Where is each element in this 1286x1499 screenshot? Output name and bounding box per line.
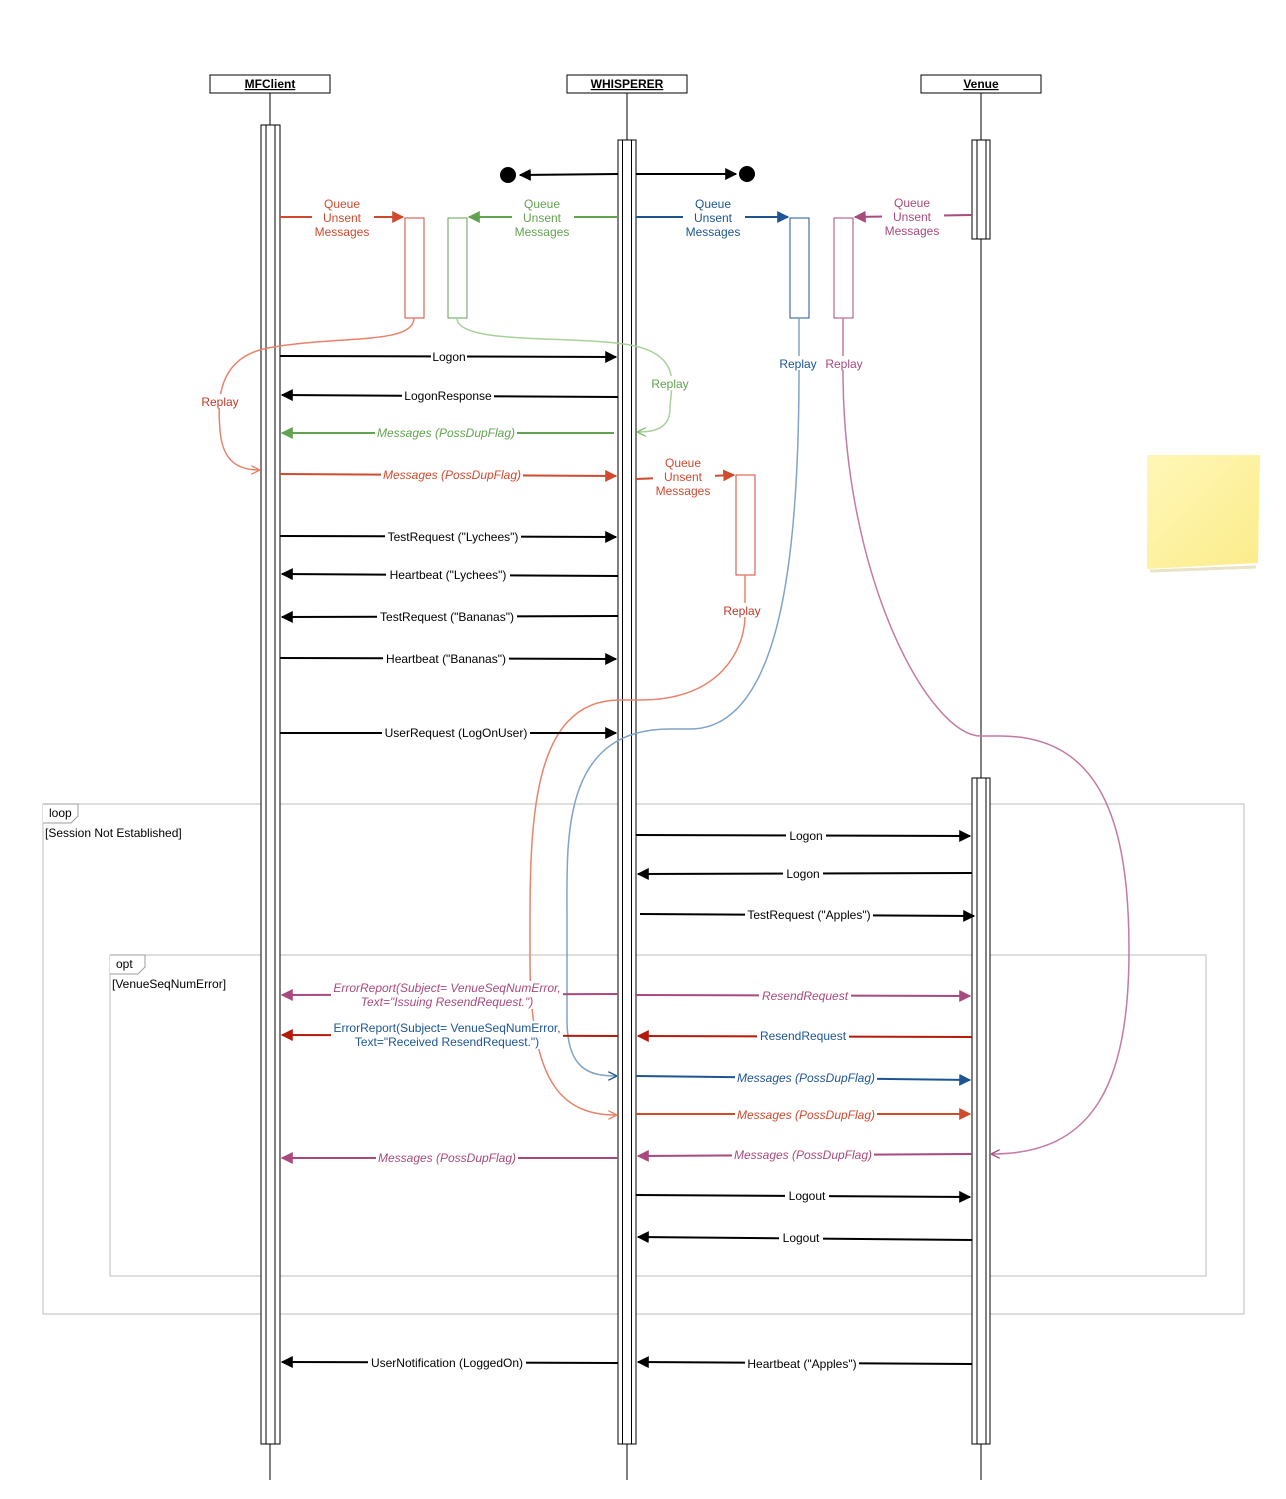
replay-curve-green [456, 317, 673, 432]
svg-text:Messages: Messages [315, 225, 370, 239]
svg-text:Queue: Queue [324, 197, 360, 211]
label-heartbeat-bananas: Heartbeat ("Bananas") [386, 652, 506, 666]
svg-text:Unsent: Unsent [523, 211, 562, 225]
queue-box-green [447, 217, 468, 319]
loop-guard: [Session Not Established] [45, 826, 182, 840]
svg-text:Messages: Messages [515, 225, 570, 239]
actor-venue-label: Venue [963, 77, 999, 91]
actor-venue[interactable]: Venue [920, 74, 1042, 94]
replay-label-red-whisperer: Replay [723, 604, 760, 618]
label-logout-in: Logout [783, 1231, 820, 1245]
label-user-request: UserRequest (LogOnUser) [385, 726, 528, 740]
svg-text:Queue: Queue [524, 197, 560, 211]
loop-tag: loop [49, 806, 72, 820]
label-resend-request-in: ResendRequest [760, 1029, 847, 1043]
label-messages-purple-client: Messages (PossDupFlag) [378, 1151, 516, 1165]
label-resend-request-out: ResendRequest [762, 989, 849, 1003]
svg-text:Messages: Messages [686, 225, 741, 239]
svg-text:Unsent: Unsent [694, 211, 733, 225]
queue-label-whisperer-client: Queue Unsent Messages [512, 196, 574, 239]
label-messages-green: Messages (PossDupFlag) [377, 426, 515, 440]
opt-tag: opt [116, 957, 133, 971]
filled-dot-icon [500, 167, 516, 183]
svg-text:Queue: Queue [695, 197, 731, 211]
queue-label-venue: Queue Unsent Messages [882, 195, 944, 238]
label-logout-out: Logout [789, 1189, 826, 1203]
label-venue-logon-in: Logon [786, 867, 819, 881]
svg-text:Unsent: Unsent [323, 211, 362, 225]
label-user-notification: UserNotification (LoggedOn) [371, 1356, 523, 1370]
label-messages-blue-venue: Messages (PossDupFlag) [737, 1071, 875, 1085]
label-testrequest-bananas: TestRequest ("Bananas") [380, 610, 514, 624]
replay-label-red-client: Replay [201, 395, 238, 409]
sticky-note[interactable] [1147, 455, 1260, 573]
label-messages-red-client: Messages (PossDupFlag) [383, 468, 521, 482]
actor-whisperer[interactable]: WHISPERER [566, 74, 688, 94]
replay-curve-purple [842, 318, 1130, 1154]
label-messages-purple-venue: Messages (PossDupFlag) [734, 1148, 872, 1162]
svg-text:Queue: Queue [894, 196, 930, 210]
actor-mfclient-label: MFClient [245, 77, 296, 91]
label-error-report-1-line2: Text="Issuing ResendRequest.") [361, 995, 534, 1009]
label-testrequest-lychees: TestRequest ("Lychees") [388, 530, 519, 544]
replay-label-green: Replay [651, 377, 688, 391]
svg-text:Unsent: Unsent [664, 470, 703, 484]
svg-text:Unsent: Unsent [893, 210, 932, 224]
replay-labels: Replay Replay Replay Replay Replay [200, 356, 865, 618]
label-error-report-1-line1: ErrorReport(Subject= VenueSeqNumError, [333, 981, 560, 995]
queue-box-red [404, 217, 425, 319]
svg-text:Messages: Messages [885, 224, 940, 238]
queue-label-whisperer-second: Queue Unsent Messages [653, 455, 715, 498]
opt-frame: opt [VenueSeqNumError] [109, 954, 1207, 1277]
queue-label-whisperer-venue: Queue Unsent Messages [683, 196, 745, 239]
label-logon-response: LogonResponse [404, 389, 492, 403]
label-error-report-2-line2: Text="Received ResendRequest.") [355, 1035, 539, 1049]
label-heartbeat-apples: Heartbeat ("Apples") [747, 1357, 856, 1371]
svg-text:Messages: Messages [656, 484, 711, 498]
label-messages-red-venue: Messages (PossDupFlag) [737, 1108, 875, 1122]
label-logon-1: Logon [432, 350, 465, 364]
message-labels: Logon LogonResponse Messages (PossDupFla… [331, 350, 877, 1371]
label-venue-logon-out: Logon [789, 829, 822, 843]
activation-bars [260, 124, 991, 1445]
queue-box-blue [789, 217, 810, 319]
queue-boxes [404, 217, 854, 576]
replay-curve-blue [566, 318, 800, 1076]
svg-text:Queue: Queue [665, 456, 701, 470]
replay-curve-red-whisperer [529, 575, 746, 1115]
label-testrequest-apples: TestRequest ("Apples") [747, 908, 870, 922]
queue-box-red-2 [735, 474, 756, 576]
label-error-report-2-line1: ErrorReport(Subject= VenueSeqNumError, [333, 1021, 560, 1035]
queue-box-purple [833, 217, 854, 319]
replay-curve-red-client [218, 317, 415, 470]
queue-label-client: Queue Unsent Messages [312, 196, 374, 239]
opt-guard: [VenueSeqNumError] [112, 977, 226, 991]
replay-label-blue: Replay [779, 357, 816, 371]
actor-mfclient[interactable]: MFClient [209, 74, 331, 94]
filled-dot-icon [739, 166, 755, 182]
replay-label-purple: Replay [825, 357, 862, 371]
loop-frame: loop [Session Not Established] [42, 803, 1245, 1315]
label-heartbeat-lychees: Heartbeat ("Lychees") [390, 568, 507, 582]
actor-whisperer-label: WHISPERER [591, 77, 664, 91]
found-messages [500, 166, 755, 183]
